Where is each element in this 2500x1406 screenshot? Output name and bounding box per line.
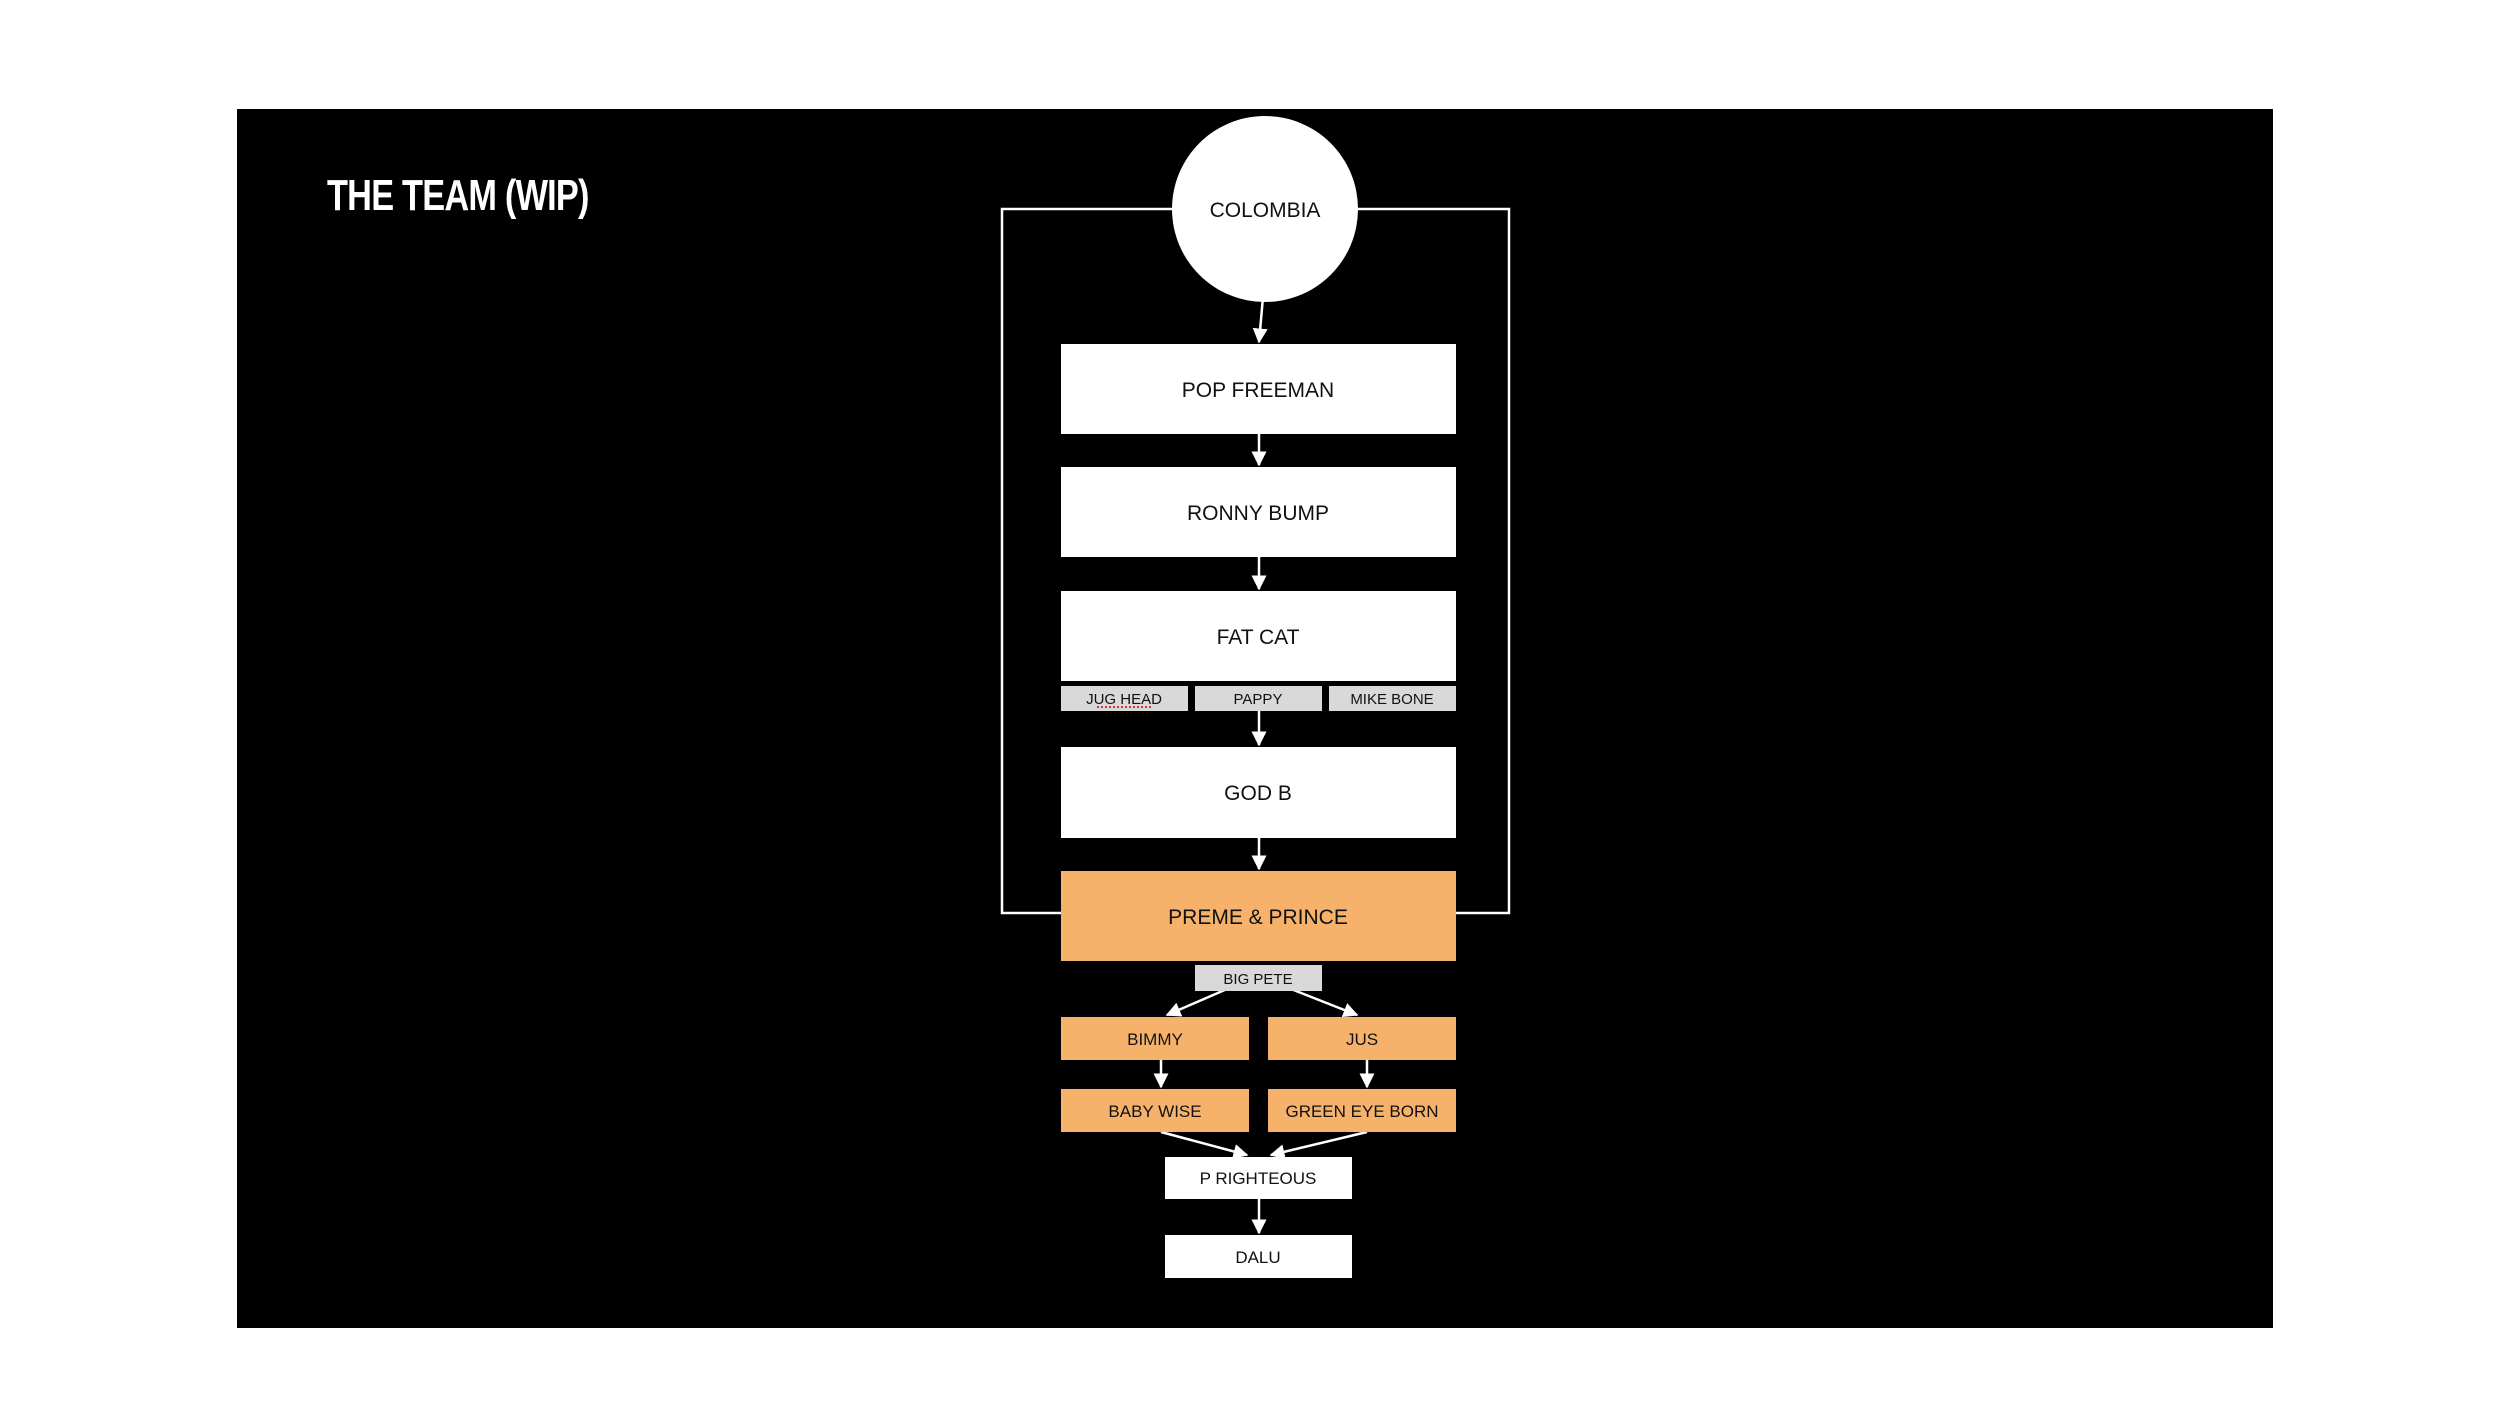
svg-text:GOD B: GOD B [1224, 782, 1292, 805]
svg-text:RONNY BUMP: RONNY BUMP [1187, 502, 1329, 525]
node-jus: JUS [1268, 1017, 1456, 1060]
node-dalu: DALU [1165, 1235, 1352, 1278]
node-preme-prince: PREME & PRINCE [1061, 871, 1456, 961]
svg-text:FAT CAT: FAT CAT [1217, 626, 1300, 649]
arrow-bigpete-jus [1290, 987, 1359, 1018]
node-colombia: COLOMBIA [1172, 116, 1358, 302]
svg-text:BIMMY: BIMMY [1127, 1030, 1183, 1049]
node-god-b: GOD B [1061, 747, 1456, 838]
svg-text:GREEN EYE BORN: GREEN EYE BORN [1285, 1102, 1438, 1121]
node-bimmy: BIMMY [1061, 1017, 1249, 1060]
bracket-right [1355, 207, 1511, 915]
svg-text:PAPPY: PAPPY [1234, 691, 1283, 708]
svg-text:COLOMBIA: COLOMBIA [1210, 199, 1321, 222]
svg-text:JUG HEAD: JUG HEAD [1086, 691, 1162, 708]
slide-title: THE TEAM (WIP) [327, 171, 589, 220]
node-fat-cat: FAT CAT [1061, 591, 1456, 681]
arrow-colombia-pop [1252, 296, 1268, 344]
node-pappy: PAPPY [1195, 686, 1322, 711]
svg-text:PREME & PRINCE: PREME & PRINCE [1168, 906, 1348, 929]
arrow-bigpete-bimmy [1165, 987, 1228, 1017]
svg-text:BIG PETE: BIG PETE [1223, 971, 1292, 988]
slide: THE TEAM (WIP) COLOMBIA POP [237, 109, 2273, 1328]
org-chart: COLOMBIA POP FREEMAN RONNY BUMP FAT CAT … [1000, 116, 1511, 1278]
node-p-righteous: P RIGHTEOUS [1165, 1157, 1352, 1199]
svg-text:DALU: DALU [1235, 1248, 1280, 1267]
node-pop-freeman: POP FREEMAN [1061, 344, 1456, 434]
svg-text:BABY WISE: BABY WISE [1108, 1102, 1201, 1121]
svg-text:JUS: JUS [1346, 1030, 1378, 1049]
node-jug-head: JUG HEAD [1061, 686, 1188, 711]
node-ronny-bump: RONNY BUMP [1061, 467, 1456, 557]
node-baby-wise: BABY WISE [1061, 1089, 1249, 1132]
svg-text:POP FREEMAN: POP FREEMAN [1182, 379, 1334, 402]
svg-text:P RIGHTEOUS: P RIGHTEOUS [1200, 1169, 1317, 1188]
svg-text:MIKE BONE: MIKE BONE [1350, 691, 1433, 708]
node-green-eye-born: GREEN EYE BORN [1268, 1089, 1456, 1132]
node-big-pete: BIG PETE [1195, 965, 1322, 991]
bracket-left [1000, 207, 1175, 915]
arrow-greeneye-prighteous [1269, 1130, 1368, 1160]
node-mike-bone: MIKE BONE [1329, 686, 1456, 711]
arrow-babywise-prighteous [1160, 1130, 1249, 1159]
